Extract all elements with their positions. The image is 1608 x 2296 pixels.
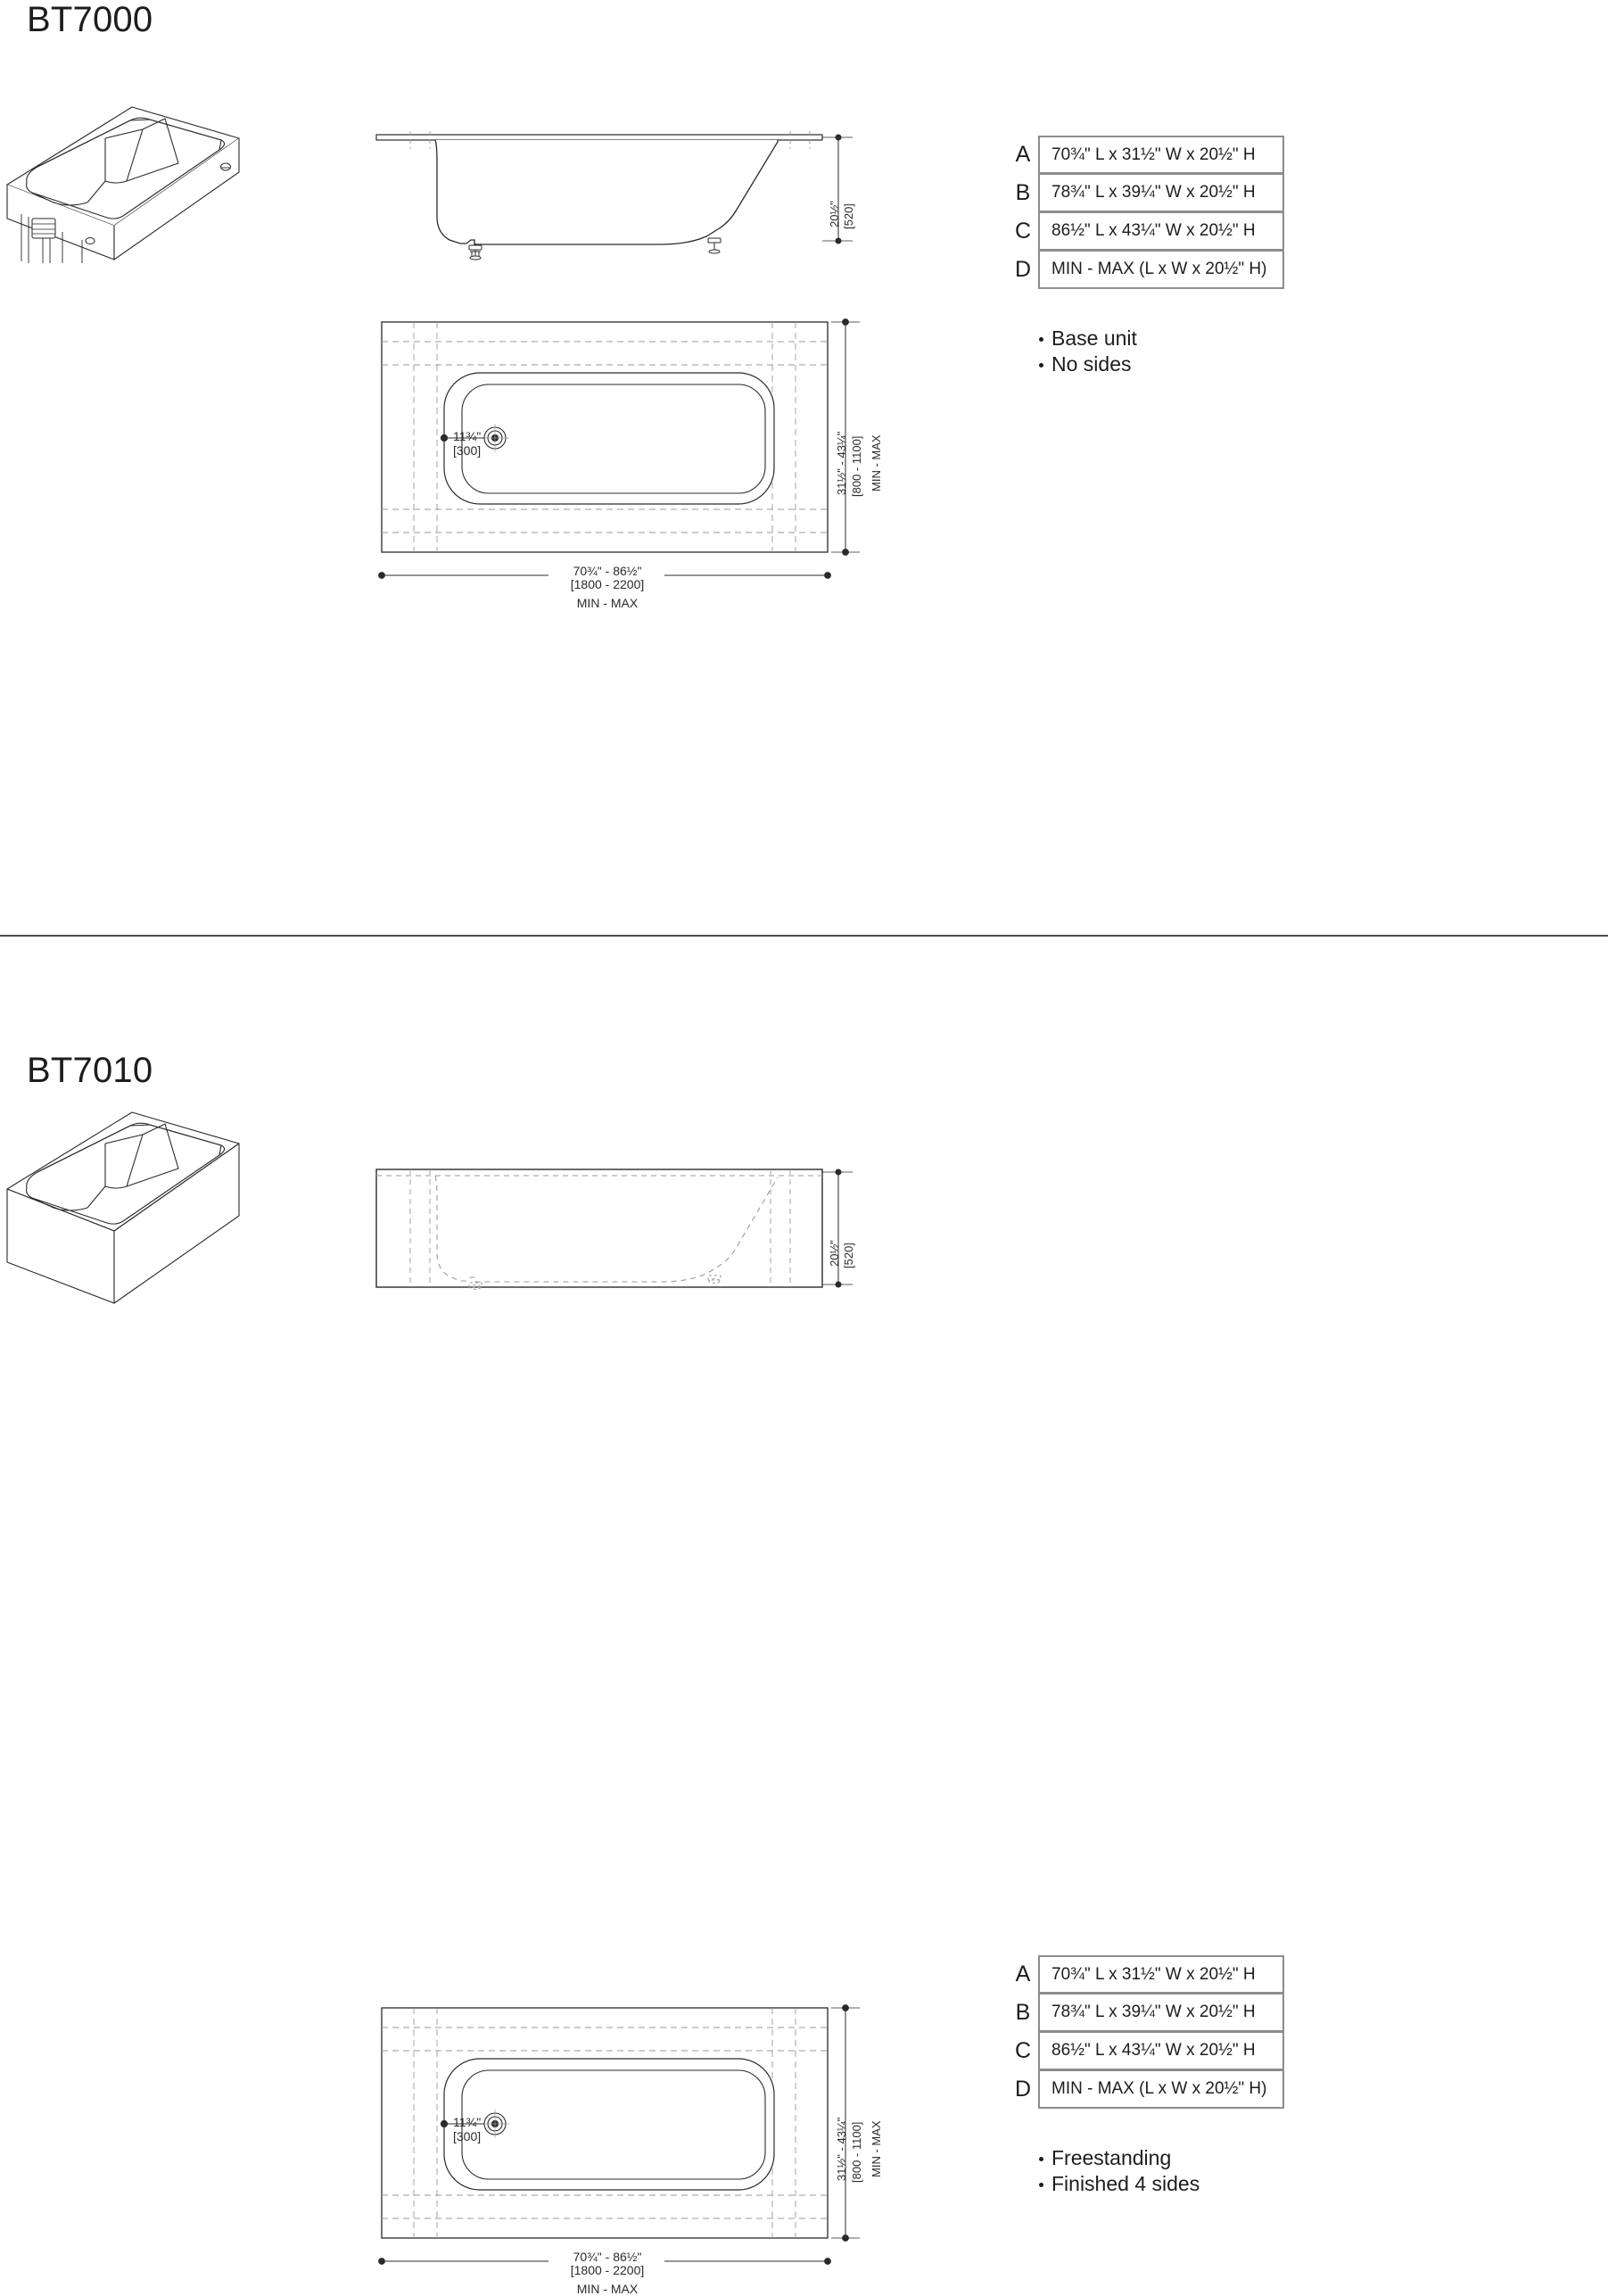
page-title-bt7000: BT7000 <box>27 0 153 39</box>
dim-value: 78¾" L x 39¼" W x 20½" H <box>1038 1994 1284 2032</box>
table-row: A 70¾" L x 31½" W x 20½" H <box>1008 136 1284 174</box>
plan-width-note-bt7000: MIN - MAX <box>870 434 883 491</box>
elevation-height-label-bt7010: 20½" <box>828 1240 841 1267</box>
list-item: Finished 4 sides <box>1039 2171 1200 2197</box>
table-row: B 78¾" L x 39¼" W x 20½" H <box>1008 1994 1284 2032</box>
table-row: C 86½" L x 43¼" W x 20½" H <box>1008 212 1284 251</box>
table-row: B 78¾" L x 39¼" W x 20½" H <box>1008 174 1284 212</box>
dim-value: MIN - MAX (L x W x 20½" H) <box>1038 251 1284 289</box>
dimension-table-bt7010: A 70¾" L x 31½" W x 20½" H B 78¾" L x 39… <box>1008 1955 1284 2109</box>
table-row: A 70¾" L x 31½" W x 20½" H <box>1008 1955 1284 1994</box>
plan-length-label-bt7000: 70¾" - 86½" [1800 - 2200] <box>570 564 645 591</box>
plan-view-bt7000: 11¾" [300] 31½" - 43¼" [800 - 1100] MIN … <box>375 317 883 610</box>
dim-letter: B <box>1015 180 1031 205</box>
dim-letter: D <box>1014 2077 1032 2102</box>
isometric-view-bt7000 <box>0 49 268 263</box>
elevation-view-bt7000: 20½" [520] <box>375 129 856 260</box>
plan-width-label-bt7000: 31½" - 43¼" <box>835 431 848 495</box>
table-row: D MIN - MAX (L x W x 20½" H) <box>1008 2070 1284 2109</box>
dim-value: 78¾" L x 39¼" W x 20½" H <box>1038 174 1284 212</box>
table-row: D MIN - MAX (L x W x 20½" H) <box>1008 251 1284 289</box>
dim-value: 86½" L x 43¼" W x 20½" H <box>1038 212 1284 251</box>
dim-letter: D <box>1014 257 1032 282</box>
features-list-bt7000: Base unit No sides <box>1039 326 1137 377</box>
section-divider <box>0 935 1608 937</box>
product-section-bt7010: BT7010 <box>0 1035 1608 2296</box>
features-list-bt7010: Freestanding Finished 4 sides <box>1039 2145 1200 2197</box>
isometric-view-bt7010 <box>0 1093 268 1304</box>
drain-offset-label-bt7000: 11¾" [300] <box>453 429 482 458</box>
dim-value: 70¾" L x 31½" W x 20½" H <box>1038 136 1284 174</box>
elevation-height-metric-bt7010: [520] <box>842 1243 855 1268</box>
plan-width-label-bt7010: 31½" - 43¼" <box>835 2117 848 2181</box>
drain-offset-label-bt7010: 11¾" [300] <box>453 2115 482 2143</box>
table-row: C 86½" L x 43¼" W x 20½" H <box>1008 2032 1284 2070</box>
plan-view-bt7010: 11¾" [300] 31½" - 43¼" [800 - 1100] MIN … <box>375 2003 883 2296</box>
plan-width-note-bt7010: MIN - MAX <box>870 2120 883 2177</box>
plan-width-metric-bt7000: [800 - 1100] <box>850 435 863 497</box>
dim-letter: A <box>1015 142 1031 167</box>
dim-value: 70¾" L x 31½" W x 20½" H <box>1038 1955 1284 1994</box>
plan-width-metric-bt7010: [800 - 1100] <box>850 2121 863 2183</box>
plan-length-note-bt7010: MIN - MAX <box>576 2282 639 2296</box>
dim-value: 86½" L x 43¼" W x 20½" H <box>1038 2032 1284 2070</box>
plan-length-note-bt7000: MIN - MAX <box>576 596 639 610</box>
list-item: Base unit <box>1039 326 1137 351</box>
list-item: Freestanding <box>1039 2145 1200 2171</box>
dim-letter: A <box>1015 1962 1031 1986</box>
elevation-height-label-bt7000: 20½" <box>828 201 841 227</box>
list-item: No sides <box>1039 351 1137 377</box>
dim-value: MIN - MAX (L x W x 20½" H) <box>1038 2070 1284 2109</box>
dimension-table-bt7000: A 70¾" L x 31½" W x 20½" H B 78¾" L x 39… <box>1008 136 1284 289</box>
dim-letter: C <box>1014 2038 1032 2063</box>
dim-letter: C <box>1014 219 1032 244</box>
plan-length-label-bt7010: 70¾" - 86½" [1800 - 2200] <box>570 2250 645 2277</box>
elevation-height-metric-bt7000: [520] <box>842 203 855 229</box>
product-section-bt7000: BT7000 <box>0 0 1608 928</box>
dim-letter: B <box>1015 2000 1031 2025</box>
page-title-bt7010: BT7010 <box>27 1051 153 1090</box>
elevation-view-bt7010: 20½" [520] <box>375 1164 856 1293</box>
